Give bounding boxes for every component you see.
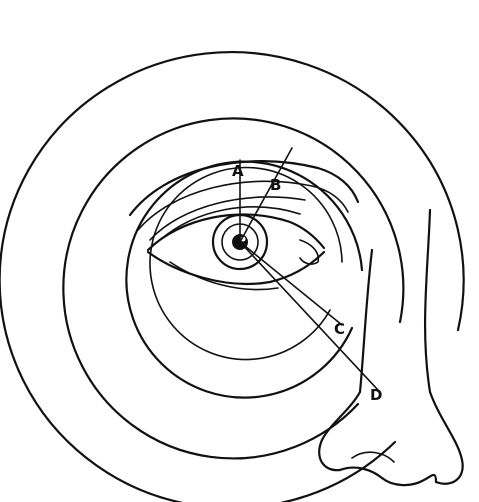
concentric-rings [0,52,464,502]
label-d: D [370,386,382,404]
label-c: C [334,320,345,338]
inner-ring [126,162,362,398]
eye [148,207,324,290]
outer-ring [0,52,464,502]
upper-eyelid-crease [160,207,300,240]
label-a: A [232,162,244,180]
eyebrow [130,161,358,240]
nostril [340,468,436,486]
label-b: B [270,176,281,194]
nose-bridge-left [319,250,372,470]
nose-bridge-right [425,210,463,484]
rays [240,148,378,390]
